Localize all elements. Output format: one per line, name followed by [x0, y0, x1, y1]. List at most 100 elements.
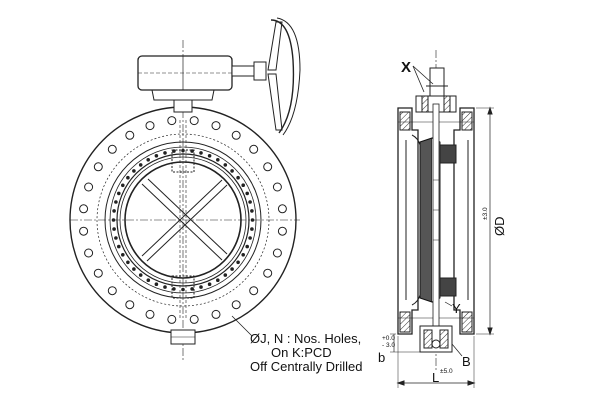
handwheel-lower-spoke	[267, 73, 283, 131]
disc-ribs	[141, 178, 228, 262]
b-tolerance-minus: - 3.0	[382, 342, 395, 349]
seat-screw	[172, 287, 176, 291]
l-tolerance: ±5.0	[440, 368, 453, 375]
handwheel-upper-spoke	[267, 21, 283, 71]
seat-screw	[112, 227, 116, 231]
seat-screw	[132, 169, 136, 173]
bolt-hole	[277, 226, 287, 236]
seat-screw	[111, 218, 116, 222]
seat-screw	[245, 244, 249, 249]
bolt-hole	[263, 268, 273, 278]
right-flange	[453, 107, 475, 335]
bolt-hole	[211, 309, 221, 319]
seat-screw	[230, 169, 234, 173]
bolt-hole	[125, 300, 135, 310]
gearbox-base	[151, 89, 215, 101]
bolt-hole	[189, 116, 199, 126]
bolt-hole	[231, 300, 241, 310]
lower-shaft-boss	[171, 275, 195, 299]
od-label: ØD	[492, 217, 507, 237]
bolt-hole	[145, 121, 155, 131]
upper-disc-hub	[439, 144, 457, 164]
body-ring-2	[109, 146, 257, 294]
bolt-hole	[145, 309, 155, 319]
holes-leader	[231, 315, 253, 337]
seat-screw	[117, 244, 121, 249]
bolt-hole	[93, 162, 103, 172]
seat-screw	[121, 253, 125, 257]
body-outer-ring	[104, 141, 262, 299]
bolt-hole	[263, 162, 273, 172]
bolt-hole	[277, 204, 287, 214]
bolt-hole	[93, 268, 103, 278]
seat-screw	[199, 285, 203, 289]
seat-screw	[114, 236, 118, 240]
seat-screw	[126, 175, 130, 180]
bolt-hole	[84, 182, 94, 192]
seat-screw	[163, 285, 167, 289]
bolt-hole	[79, 226, 89, 236]
bolt-holes	[79, 116, 287, 324]
b-tolerance-plus: +0.0	[382, 335, 395, 342]
seat-screw	[132, 267, 136, 271]
bolt-hole	[249, 286, 259, 296]
bolt-hole	[272, 248, 282, 258]
bolt-hole	[125, 130, 135, 140]
seat-screw	[207, 282, 212, 287]
bolt-hole	[231, 130, 241, 140]
b-marker-label: B	[462, 354, 471, 369]
seat-screw	[241, 183, 245, 187]
bolt-hole	[249, 144, 259, 154]
seat-screw	[248, 200, 252, 204]
od-tolerance: ±3.0	[482, 207, 489, 220]
bolt-hole	[167, 116, 177, 126]
bolt-hole	[272, 182, 282, 192]
seat-screw	[146, 158, 150, 162]
handwheel-rim	[270, 19, 295, 134]
seat-screw	[248, 236, 252, 240]
seat-ring-outer	[116, 153, 250, 287]
seat-screw	[154, 282, 159, 287]
seat-screw	[163, 151, 167, 155]
seat-screw	[207, 154, 212, 158]
seat-screw	[154, 154, 159, 158]
side-view	[390, 50, 494, 388]
bolt-hole	[167, 314, 177, 324]
seat-screw	[216, 158, 220, 162]
seat-screw	[181, 287, 185, 292]
bolt-hole	[189, 314, 199, 324]
disc-profile	[419, 137, 433, 303]
seat-screw	[245, 191, 249, 196]
raised-face-dashed	[96, 133, 270, 307]
seat-screw	[117, 191, 121, 196]
top-neck	[173, 99, 193, 113]
bolt-hole	[211, 121, 221, 131]
seat-screw	[223, 163, 228, 167]
disc-outline	[124, 161, 242, 279]
seat-screw	[126, 260, 130, 265]
seat-screw	[230, 267, 234, 271]
worm-shaft	[231, 65, 255, 77]
seat-screw	[138, 163, 143, 167]
seat-screws	[111, 148, 255, 292]
holes-label-line3: Off Centrally Drilled	[250, 359, 362, 374]
seat-screw	[223, 273, 228, 277]
seat-ring-inner	[119, 156, 247, 284]
seat-screw	[138, 273, 143, 277]
holes-label-line1: ØJ, N : Nos. Holes,	[250, 331, 361, 346]
left-flange	[397, 107, 419, 335]
bolt-hole	[107, 286, 117, 296]
seat-screw	[146, 278, 151, 283]
seat-screw	[121, 183, 125, 188]
seat-screw	[250, 227, 254, 231]
upper-shaft-boss	[171, 149, 195, 173]
seat-screw	[241, 253, 245, 257]
x-marker-label: X	[401, 59, 411, 76]
lower-disc-hub	[439, 277, 457, 297]
stem-shaft	[432, 103, 440, 327]
worm-coupling	[253, 61, 267, 81]
seat-screw	[250, 209, 254, 213]
bolt-hole	[107, 144, 117, 154]
